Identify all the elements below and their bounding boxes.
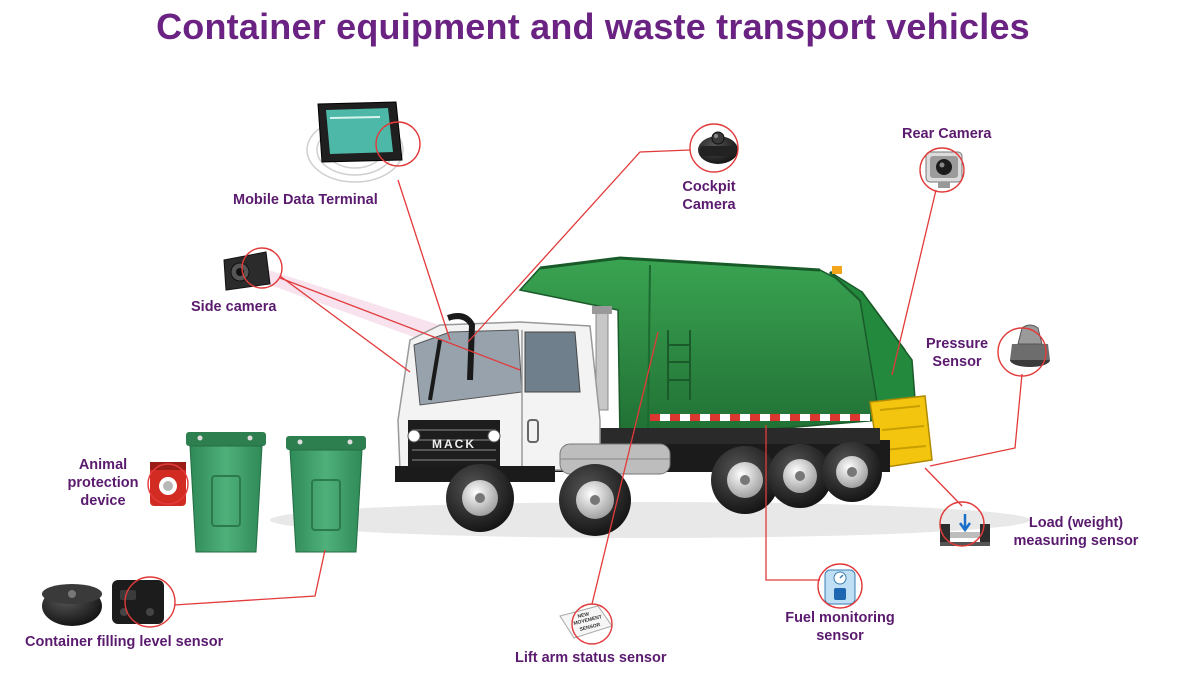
lift-arm-sensor-icon: NEW MOVEMENT SENSOR bbox=[559, 605, 613, 639]
floor-shadow bbox=[270, 502, 1030, 538]
filling-level-sensor-icon bbox=[42, 580, 164, 626]
animal-protection-icon bbox=[150, 462, 186, 506]
tablet-icon bbox=[306, 101, 404, 183]
side-camera-icon bbox=[223, 251, 271, 291]
page-title: Container equipment and waste transport … bbox=[156, 6, 1030, 47]
waste-bin-left bbox=[186, 432, 266, 553]
lift-arm-label: Lift arm status sensor bbox=[515, 650, 667, 666]
side-camera-label: Side camera bbox=[191, 299, 277, 315]
cockpit-camera-label: Cockpit Camera bbox=[682, 179, 736, 213]
pressure-sensor-icon bbox=[1010, 324, 1050, 367]
mobile-data-terminal-label: Mobile Data Terminal bbox=[233, 192, 378, 208]
load-sensor-icon bbox=[940, 514, 990, 546]
waste-bin-right bbox=[286, 436, 366, 553]
svg-text:SENSOR: SENSOR bbox=[579, 622, 601, 633]
rear-camera-label: Rear Camera bbox=[902, 126, 992, 142]
truck-wheels bbox=[446, 442, 882, 536]
svg-text:NEW: NEW bbox=[577, 611, 590, 620]
load-sensor-label: Load (weight) measuring sensor bbox=[1013, 515, 1139, 549]
truck-badge: MACK bbox=[432, 437, 476, 451]
reflective-strip bbox=[650, 414, 870, 421]
pressure-sensor-label: Pressure Sensor bbox=[925, 336, 989, 370]
animal-protection-label: Animal protection device bbox=[67, 457, 139, 509]
leader-lines bbox=[173, 149, 1023, 606]
dome-camera-icon bbox=[698, 131, 738, 164]
fuel-monitoring-label: Fuel monitoring sensor bbox=[785, 610, 895, 644]
rear-camera-icon bbox=[925, 151, 963, 188]
container-filling-label: Container filling level sensor bbox=[25, 634, 224, 650]
hotspot-circles bbox=[124, 121, 1047, 645]
garbage-truck: MACK bbox=[395, 256, 933, 536]
fuel-sensor-icon bbox=[824, 569, 856, 605]
